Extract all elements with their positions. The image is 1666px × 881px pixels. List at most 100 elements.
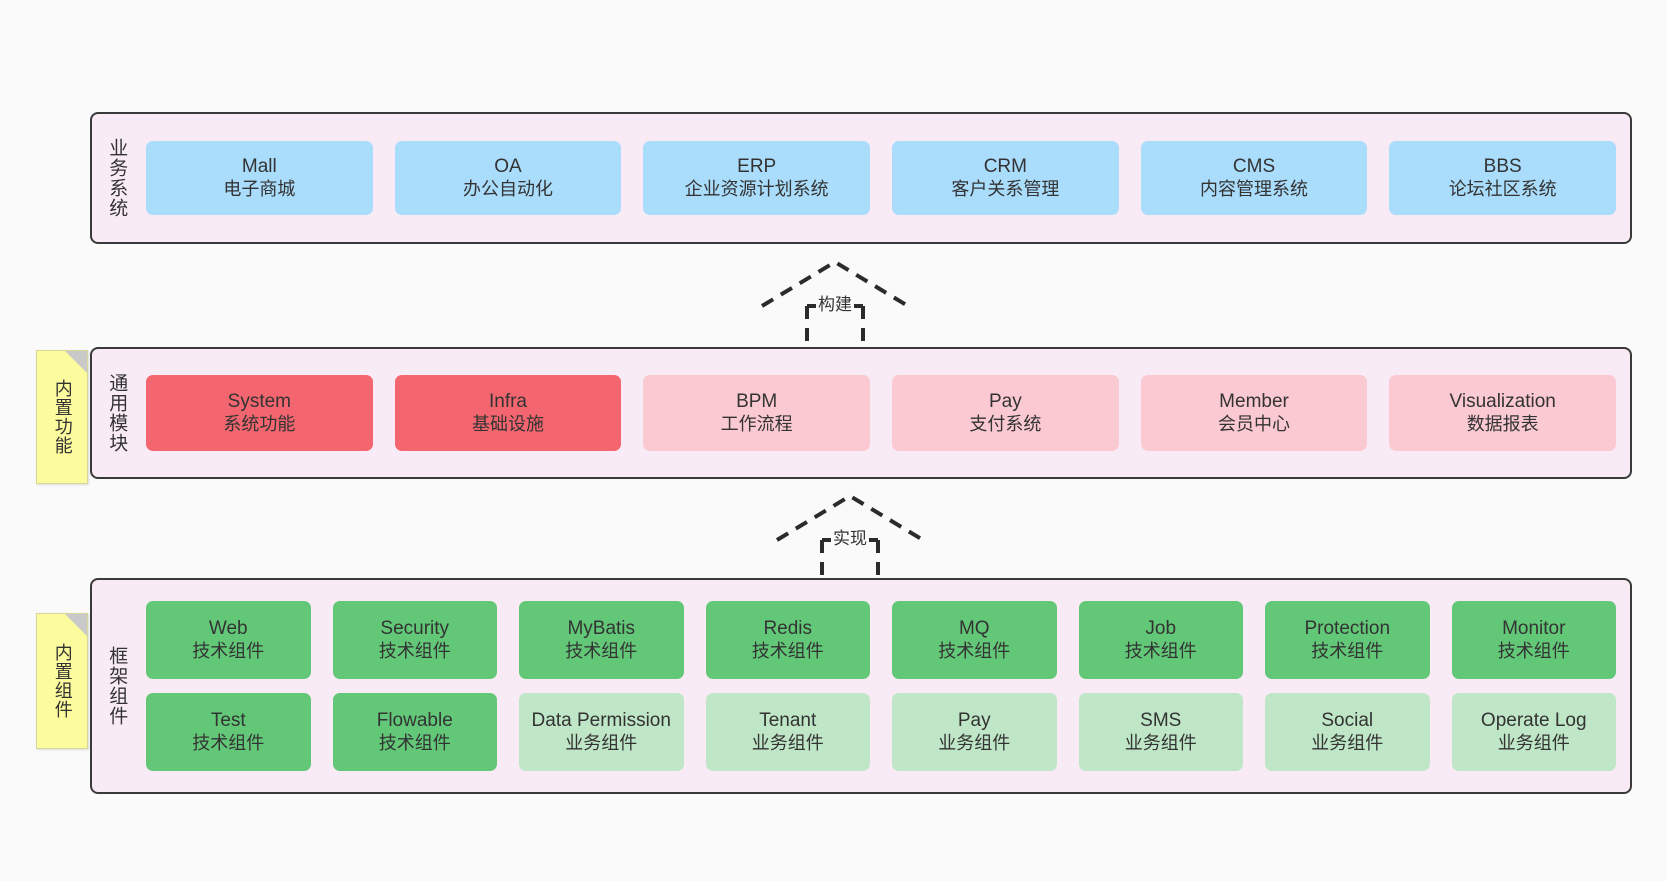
layer-body-common-modules: System 系统功能 Infra 基础设施 BPM 工作流程 Pay 支付系统… (140, 349, 1630, 477)
node-flowable[interactable]: Flowable 技术组件 (332, 693, 497, 771)
node-security[interactable]: Security 技术组件 (332, 601, 497, 679)
node-monitor[interactable]: Monitor 技术组件 (1451, 601, 1616, 679)
node-subtitle: 企业资源计划系统 (684, 178, 829, 199)
node-oa[interactable]: OA 办公自动化 (394, 141, 622, 215)
node-job[interactable]: Job 技术组件 (1078, 601, 1243, 679)
node-title: ERP (737, 156, 777, 178)
node-mq[interactable]: MQ 技术组件 (892, 601, 1057, 679)
node-cms[interactable]: CMS 内容管理系统 (1140, 141, 1368, 215)
node-subtitle: 内容管理系统 (1200, 178, 1309, 199)
node-subtitle: 客户关系管理 (951, 178, 1060, 199)
node-subtitle: 业务组件 (938, 732, 1011, 753)
node-title: OA (494, 156, 522, 178)
layer-body-framework-components: Web 技术组件 Security 技术组件 MyBatis 技术组件 Redi… (140, 580, 1630, 792)
node-subtitle: 技术组件 (1311, 640, 1384, 661)
note-label: 内置组件 (52, 643, 73, 719)
node-subtitle: 技术组件 (378, 732, 451, 753)
node-subtitle: 技术组件 (378, 640, 451, 661)
node-title: CRM (983, 156, 1027, 178)
layer-common-modules: 通用模块 System 系统功能 Infra 基础设施 BPM 工作流程 Pay… (90, 347, 1632, 479)
node-title: Data Permission (531, 710, 671, 732)
node-title: Flowable (376, 710, 453, 732)
node-subtitle: 业务组件 (1124, 732, 1197, 753)
node-test[interactable]: Test 技术组件 (146, 693, 311, 771)
node-title: Job (1145, 618, 1177, 640)
node-title: CMS (1232, 156, 1276, 178)
layer-business-systems: 业务系统 Mall 电子商城 OA 办公自动化 ERP 企业资源计划系统 CRM… (90, 112, 1632, 244)
node-subtitle: 技术组件 (1124, 640, 1197, 661)
node-title: Pay (957, 710, 991, 732)
node-title: Infra (488, 391, 528, 413)
node-system[interactable]: System 系统功能 (146, 375, 373, 451)
node-subtitle: 基础设施 (472, 413, 544, 434)
node-title: Visualization (1449, 391, 1556, 413)
node-subtitle: 系统功能 (223, 413, 296, 434)
note-built-in-features: 内置功能 (36, 350, 88, 484)
node-title: Protection (1304, 618, 1391, 640)
note-fold-icon (65, 351, 87, 373)
node-bpm[interactable]: BPM 工作流程 (643, 375, 871, 451)
node-title: Web (208, 618, 248, 640)
node-subtitle: 技术组件 (1497, 640, 1570, 661)
node-title: Redis (763, 618, 813, 640)
layer-body-business-systems: Mall 电子商城 OA 办公自动化 ERP 企业资源计划系统 CRM 客户关系… (140, 114, 1630, 242)
node-title: Test (210, 710, 246, 732)
node-subtitle: 技术组件 (565, 640, 638, 661)
node-protection[interactable]: Protection 技术组件 (1265, 601, 1430, 679)
connector-build: 构建 (760, 258, 910, 348)
node-title: Security (380, 618, 450, 640)
layer-row: System 系统功能 Infra 基础设施 BPM 工作流程 Pay 支付系统… (146, 375, 1617, 451)
node-redis[interactable]: Redis 技术组件 (705, 601, 870, 679)
layer-title-common-modules: 通用模块 (106, 373, 128, 453)
note-label: 内置功能 (52, 379, 73, 455)
node-title: Tenant (759, 710, 817, 732)
node-title: Operate Log (1480, 710, 1587, 732)
node-crm[interactable]: CRM 客户关系管理 (892, 141, 1119, 215)
node-title: Member (1219, 391, 1289, 413)
node-subtitle: 论坛社区系统 (1448, 178, 1557, 199)
node-subtitle: 办公自动化 (463, 178, 553, 199)
note-fold-icon (65, 614, 87, 636)
node-subtitle: 支付系统 (969, 413, 1042, 434)
node-title: MyBatis (567, 618, 636, 640)
node-mybatis[interactable]: MyBatis 技术组件 (519, 601, 684, 679)
layer-row: Mall 电子商城 OA 办公自动化 ERP 企业资源计划系统 CRM 客户关系… (146, 141, 1617, 215)
node-title: MQ (958, 618, 990, 640)
node-visualization[interactable]: Visualization 数据报表 (1389, 375, 1617, 451)
connector-build-label: 构建 (816, 290, 854, 315)
node-bbs[interactable]: BBS 论坛社区系统 (1389, 141, 1617, 215)
node-title: BBS (1483, 156, 1522, 178)
connector-implement-label: 实现 (831, 524, 869, 549)
node-subtitle: 数据报表 (1466, 413, 1539, 434)
connector-implement: 实现 (775, 492, 925, 582)
node-data-permission[interactable]: Data Permission 业务组件 (519, 693, 684, 771)
node-sms[interactable]: SMS 业务组件 (1078, 693, 1243, 771)
node-subtitle: 技术组件 (938, 640, 1011, 661)
node-title: Mall (241, 156, 277, 178)
node-title: Social (1321, 710, 1374, 732)
node-web[interactable]: Web 技术组件 (146, 601, 311, 679)
node-pay-module[interactable]: Pay 支付系统 (892, 375, 1119, 451)
node-infra[interactable]: Infra 基础设施 (394, 375, 622, 451)
node-operate-log[interactable]: Operate Log 业务组件 (1451, 693, 1616, 771)
node-social[interactable]: Social 业务组件 (1265, 693, 1430, 771)
node-member[interactable]: Member 会员中心 (1140, 375, 1368, 451)
node-title: SMS (1140, 710, 1182, 732)
node-subtitle: 技术组件 (192, 640, 265, 661)
node-pay-component[interactable]: Pay 业务组件 (892, 693, 1057, 771)
node-title: Pay (988, 391, 1022, 413)
node-subtitle: 会员中心 (1218, 413, 1291, 434)
node-mall[interactable]: Mall 电子商城 (146, 141, 373, 215)
node-tenant[interactable]: Tenant 业务组件 (705, 693, 870, 771)
node-title: System (227, 391, 292, 413)
node-erp[interactable]: ERP 企业资源计划系统 (643, 141, 871, 215)
node-subtitle: 电子商城 (223, 178, 296, 199)
node-subtitle: 业务组件 (565, 732, 638, 753)
layer-row: Test 技术组件 Flowable 技术组件 Data Permission … (146, 693, 1616, 771)
node-subtitle: 业务组件 (751, 732, 824, 753)
node-subtitle: 工作流程 (720, 413, 793, 434)
layer-framework-components: 框架组件 Web 技术组件 Security 技术组件 MyBatis 技术组件… (90, 578, 1632, 794)
node-subtitle: 技术组件 (751, 640, 824, 661)
node-title: BPM (736, 391, 778, 413)
